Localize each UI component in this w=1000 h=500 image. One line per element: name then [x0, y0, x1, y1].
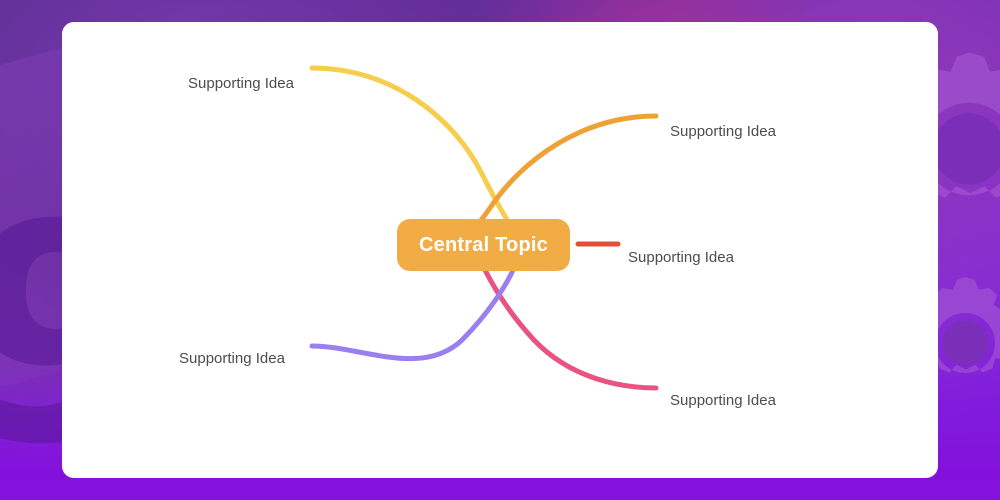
branch-line-top-left [309, 65, 517, 235]
central-topic-label: Central Topic [419, 233, 548, 256]
central-topic-node[interactable]: Central Topic [397, 219, 570, 271]
branch-label-top-right[interactable]: Supporting Idea [670, 123, 776, 140]
branch-line-top-right [463, 113, 659, 239]
branch-label-top-left[interactable]: Supporting Idea [188, 75, 294, 92]
branch-label-bottom-left[interactable]: Supporting Idea [179, 350, 285, 367]
branch-label-middle-right[interactable]: Supporting Idea [628, 249, 734, 266]
branch-line-bottom-right [481, 265, 659, 391]
mindmap-card: Central Topic Supporting Idea Supporting… [62, 22, 938, 478]
branch-line-bottom-left [309, 265, 517, 362]
branch-label-bottom-right[interactable]: Supporting Idea [670, 392, 776, 409]
